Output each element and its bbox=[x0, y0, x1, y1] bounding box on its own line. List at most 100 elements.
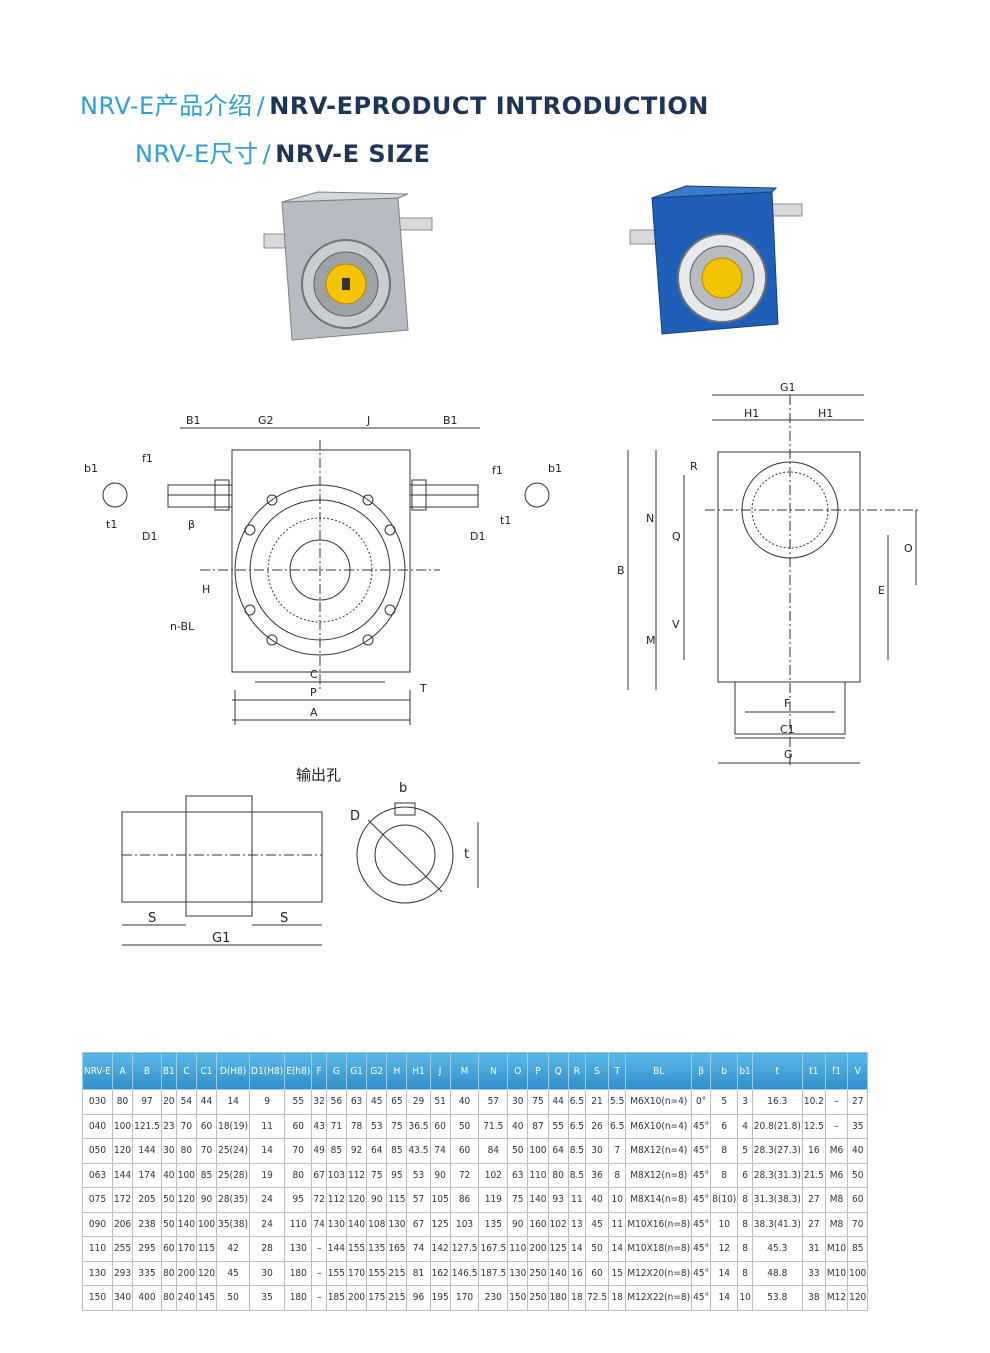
table-cell: 135 bbox=[366, 1236, 388, 1262]
table-cell: 150 bbox=[507, 1285, 529, 1311]
table-cell: 60 bbox=[449, 1138, 480, 1164]
table-cell: 60 bbox=[284, 1113, 313, 1139]
table-cell: 130 bbox=[386, 1211, 408, 1237]
table-cell: 85 bbox=[847, 1236, 869, 1262]
table-cell: 81 bbox=[406, 1260, 431, 1286]
table-cell: 35 bbox=[847, 1113, 869, 1139]
table-cell: 9 bbox=[249, 1089, 286, 1115]
table-cell: 125 bbox=[429, 1211, 451, 1237]
table-cell: 146.5 bbox=[449, 1260, 480, 1286]
label-b1-left: B1 bbox=[186, 414, 201, 427]
table-cell: M12X20(n=8) bbox=[625, 1260, 693, 1286]
table-cell: 70 bbox=[175, 1113, 197, 1139]
table-cell: 215 bbox=[386, 1285, 408, 1311]
table-header-cell: D(H8) bbox=[216, 1052, 251, 1090]
table-cell: 42 bbox=[216, 1236, 251, 1262]
table-cell: 200 bbox=[527, 1236, 549, 1262]
table-cell: 50 bbox=[160, 1211, 177, 1237]
table-cell: M8 bbox=[824, 1211, 849, 1237]
table-cell: 45° bbox=[691, 1187, 712, 1213]
table-cell: 10 bbox=[608, 1187, 627, 1213]
table-cell: 040 bbox=[82, 1113, 113, 1139]
table-header-cell: D1(H8) bbox=[249, 1052, 286, 1090]
table-cell: 175 bbox=[366, 1285, 388, 1311]
table-cell: 120 bbox=[111, 1138, 134, 1164]
table-cell: 28.3(27.3) bbox=[751, 1138, 803, 1164]
table-cell: 80 bbox=[547, 1162, 569, 1188]
table-cell: 50 bbox=[160, 1187, 177, 1213]
table-cell: 53 bbox=[366, 1113, 388, 1139]
table-cell: 150 bbox=[82, 1285, 113, 1311]
table-cell: 7 bbox=[608, 1138, 627, 1164]
table-cell: 38.3(41.3) bbox=[751, 1211, 803, 1237]
table-header-cell: G1 bbox=[345, 1052, 368, 1090]
table-header-cell: S bbox=[585, 1052, 610, 1090]
label-g2: G2 bbox=[258, 414, 274, 427]
table-cell: 36 bbox=[585, 1162, 610, 1188]
table-cell: 57 bbox=[406, 1187, 431, 1213]
table-cell: 100 bbox=[111, 1113, 134, 1139]
table-cell: 50 bbox=[216, 1285, 251, 1311]
table-cell: M6 bbox=[824, 1138, 849, 1164]
table-cell: 40 bbox=[585, 1187, 610, 1213]
table-cell: 29 bbox=[406, 1089, 431, 1115]
label-v: V bbox=[672, 618, 680, 631]
table-cell: 165 bbox=[386, 1236, 408, 1262]
table-cell: 238 bbox=[132, 1211, 162, 1237]
table-cell: 80 bbox=[160, 1260, 177, 1286]
table-cell: M10 bbox=[824, 1236, 849, 1262]
table-cell: 60 bbox=[847, 1187, 869, 1213]
table-cell: 50 bbox=[847, 1162, 869, 1188]
table-cell: 50 bbox=[585, 1236, 610, 1262]
table-cell: 155 bbox=[345, 1236, 368, 1262]
table-header-cell: V bbox=[847, 1052, 869, 1090]
table-cell: 8 bbox=[710, 1138, 739, 1164]
table-cell: 103 bbox=[449, 1211, 480, 1237]
table-cell: 13 bbox=[567, 1211, 587, 1237]
table-cell: 84 bbox=[478, 1138, 509, 1164]
table-cell: 8(10) bbox=[710, 1187, 739, 1213]
label-s-right: S bbox=[280, 911, 288, 926]
table-cell: 112 bbox=[325, 1187, 347, 1213]
table-cell: 97 bbox=[132, 1089, 162, 1115]
table-cell: 70 bbox=[195, 1138, 218, 1164]
page-subtitle: NRV-E尺寸/NRV-E SIZE bbox=[135, 134, 430, 169]
table-header-cell: NRV-E bbox=[82, 1052, 113, 1090]
table-cell: M6X10(n=4) bbox=[625, 1089, 693, 1115]
label-c: C bbox=[310, 668, 318, 681]
table-cell: 144 bbox=[325, 1236, 347, 1262]
table-cell: 45° bbox=[691, 1138, 712, 1164]
label-key-b: b bbox=[399, 781, 407, 796]
table-cell: 140 bbox=[527, 1187, 549, 1213]
table-cell: – bbox=[311, 1260, 327, 1286]
table-cell: 400 bbox=[132, 1285, 162, 1311]
table-header-cell: Q bbox=[547, 1052, 569, 1090]
table-cell: 172 bbox=[111, 1187, 134, 1213]
table-cell: 110 bbox=[507, 1236, 529, 1262]
label-t1-left: t1 bbox=[106, 518, 117, 531]
title-cn: NRV-E产品介绍 bbox=[80, 92, 253, 120]
table-cell: 18 bbox=[567, 1285, 587, 1311]
table-cell: 40 bbox=[160, 1162, 177, 1188]
table-cell: 8 bbox=[737, 1187, 753, 1213]
table-cell: 8.5 bbox=[567, 1138, 587, 1164]
table-cell: 162 bbox=[429, 1260, 451, 1286]
table-header-cell: β bbox=[691, 1052, 712, 1090]
table-cell: M10X16(n=8) bbox=[625, 1211, 693, 1237]
label-h1-left: H1 bbox=[744, 407, 759, 420]
table-cell: 90 bbox=[195, 1187, 218, 1213]
table-cell: 11 bbox=[567, 1187, 587, 1213]
table-cell: 6 bbox=[710, 1113, 739, 1139]
table-cell: 119 bbox=[478, 1187, 509, 1213]
table-cell: 85 bbox=[386, 1138, 408, 1164]
table-cell: 31 bbox=[801, 1236, 826, 1262]
table-cell: 174 bbox=[132, 1162, 162, 1188]
table-cell: 50 bbox=[507, 1138, 529, 1164]
table-cell: 110 bbox=[284, 1211, 313, 1237]
table-cell: 45° bbox=[691, 1162, 712, 1188]
table-cell: 130 bbox=[325, 1211, 347, 1237]
